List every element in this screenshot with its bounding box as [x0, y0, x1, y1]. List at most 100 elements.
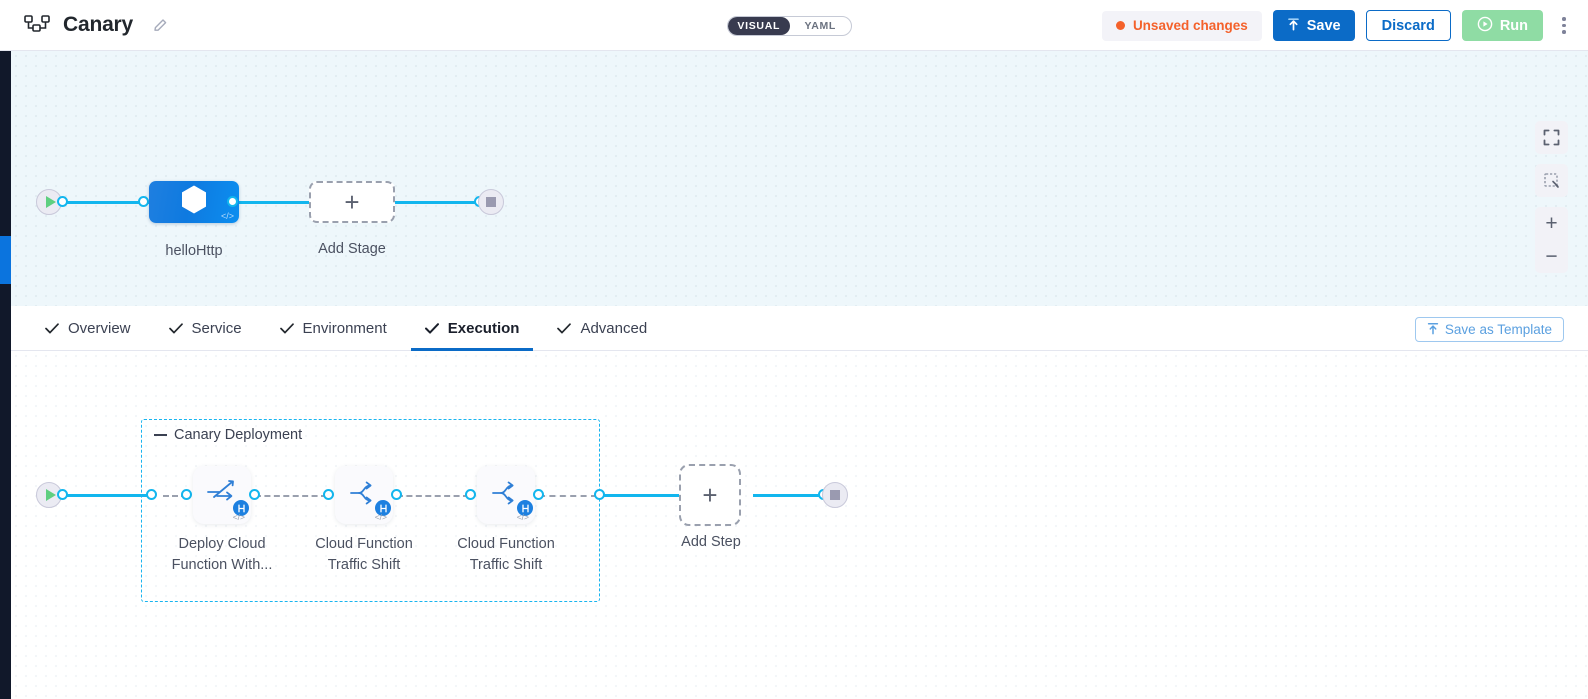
edge-add-step-to-end	[753, 494, 829, 497]
save-button[interactable]: Save	[1272, 10, 1355, 41]
stop-icon	[478, 189, 504, 215]
mode-option-visual[interactable]: VISUAL	[728, 17, 790, 35]
step-code-badge: </>	[374, 512, 387, 522]
add-stage-label: Add Stage	[318, 241, 386, 257]
plus-icon: +	[309, 181, 395, 223]
stage-node-hellohttp[interactable]: </>	[149, 181, 239, 223]
left-nav-rail	[0, 51, 11, 699]
step2-input-port[interactable]	[323, 489, 334, 500]
step-node-traffic-shift-2[interactable]: </>	[477, 466, 535, 524]
step3-output-port[interactable]	[533, 489, 544, 500]
step2-label-line1: Cloud Function	[315, 536, 413, 552]
tab-execution[interactable]: Execution	[410, 306, 534, 351]
execution-start-output-port[interactable]	[57, 489, 68, 500]
tab-service-label: Service	[191, 319, 242, 337]
mode-option-yaml[interactable]: YAML	[804, 20, 837, 32]
edge-stage-to-add	[227, 201, 325, 204]
stage-config-tabs: Overview Service Environment Execution A…	[11, 306, 1588, 351]
execution-end-node[interactable]	[822, 482, 848, 508]
stage-canvas[interactable]: </> helloHttp + Add Stage	[11, 51, 1588, 306]
pipeline-nodes-icon	[24, 14, 50, 36]
upload-arrow-icon	[1287, 17, 1300, 35]
step-code-badge: </>	[232, 512, 245, 522]
step1-input-port[interactable]	[181, 489, 192, 500]
stage-input-port[interactable]	[138, 196, 149, 207]
deploy-function-icon	[205, 478, 239, 513]
pipeline-start-node[interactable]	[36, 189, 62, 215]
unsaved-changes-badge: Unsaved changes	[1101, 10, 1262, 41]
zoom-controls: + −	[1535, 207, 1568, 273]
header-actions: Unsaved changes Save Discard	[1101, 0, 1574, 51]
edge-group-in-to-step1	[163, 495, 187, 497]
step3-input-port[interactable]	[465, 489, 476, 500]
step1-label-line2: Function With...	[171, 557, 273, 573]
traffic-shift-icon	[347, 478, 381, 513]
traffic-shift-icon	[489, 478, 523, 513]
stop-icon	[822, 482, 848, 508]
tab-environment-label: Environment	[302, 319, 387, 337]
stage-code-badge: </>	[220, 211, 234, 221]
app-header: Canary VISUAL YAML Unsaved changes	[0, 0, 1588, 51]
tab-execution-label: Execution	[447, 319, 520, 337]
add-stage-button[interactable]: +	[309, 181, 395, 223]
collapse-dash-icon[interactable]	[154, 433, 167, 437]
left-nav-active-indicator	[0, 236, 11, 284]
step3-label-line1: Cloud Function	[457, 536, 555, 552]
header-left-group: Canary	[0, 13, 169, 37]
step-group-title: Canary Deployment	[174, 427, 303, 443]
pencil-icon[interactable]	[152, 17, 169, 34]
canvas-controls: + −	[1535, 121, 1568, 273]
page-title: Canary	[63, 13, 134, 36]
kebab-menu-icon[interactable]	[1554, 10, 1574, 41]
tab-overview[interactable]: Overview	[31, 306, 145, 351]
save-as-template-label: Save as Template	[1444, 322, 1552, 337]
tab-environment[interactable]: Environment	[266, 306, 401, 351]
discard-button[interactable]: Discard	[1365, 10, 1451, 41]
step1-label-line1: Deploy Cloud	[178, 536, 266, 552]
step-group-header[interactable]: Canary Deployment	[154, 427, 302, 443]
step1-label: Deploy Cloud Function With...	[152, 534, 292, 576]
add-step-label: Add Step	[681, 534, 741, 550]
tab-service[interactable]: Service	[155, 306, 256, 351]
zoom-in-button[interactable]: +	[1545, 212, 1558, 235]
play-circle-icon	[1477, 16, 1493, 36]
execution-canvas[interactable]: Canary Deployment </>	[11, 351, 1588, 699]
edge-group-to-add-step	[603, 494, 681, 497]
harness-badge-icon	[375, 500, 391, 516]
save-button-label: Save	[1306, 17, 1341, 34]
start-output-port[interactable]	[57, 196, 68, 207]
edge-add-to-end	[395, 201, 493, 204]
tab-advanced-label: Advanced	[580, 319, 648, 337]
step-node-traffic-shift-1[interactable]: </>	[335, 466, 393, 524]
selection-box-icon[interactable]	[1535, 164, 1568, 197]
step2-output-port[interactable]	[391, 489, 402, 500]
zoom-out-button[interactable]: −	[1545, 245, 1558, 268]
step1-output-port[interactable]	[249, 489, 260, 500]
save-as-template-button[interactable]: Save as Template	[1414, 317, 1564, 342]
stage-node-label: helloHttp	[165, 243, 223, 259]
pipeline-end-node[interactable]	[478, 189, 504, 215]
step-node-deploy-cloud-function[interactable]: </>	[193, 466, 251, 524]
group-output-port[interactable]	[594, 489, 605, 500]
step-group-canary-deployment[interactable]	[141, 419, 600, 602]
mode-toggle[interactable]: VISUAL YAML	[727, 16, 852, 36]
step-code-badge: </>	[516, 512, 529, 522]
unsaved-dot-icon	[1115, 21, 1125, 30]
stage-output-port[interactable]	[227, 196, 238, 207]
edge-step1-to-step2	[255, 495, 327, 497]
step2-label: Cloud Function Traffic Shift	[294, 534, 434, 576]
edge-step3-to-group-out	[539, 495, 597, 497]
edge-step2-to-step3	[397, 495, 469, 497]
play-icon	[36, 189, 62, 215]
run-button[interactable]: Run	[1461, 10, 1543, 41]
add-step-button[interactable]: +	[679, 464, 741, 526]
hexagon-link-icon	[179, 184, 209, 221]
fullscreen-icon[interactable]	[1535, 121, 1568, 154]
group-input-port[interactable]	[146, 489, 157, 500]
tab-advanced[interactable]: Advanced	[543, 306, 661, 351]
unsaved-changes-label: Unsaved changes	[1132, 18, 1248, 33]
harness-badge-icon	[517, 500, 533, 516]
step3-label-line2: Traffic Shift	[469, 557, 543, 573]
step2-label-line2: Traffic Shift	[327, 557, 401, 573]
